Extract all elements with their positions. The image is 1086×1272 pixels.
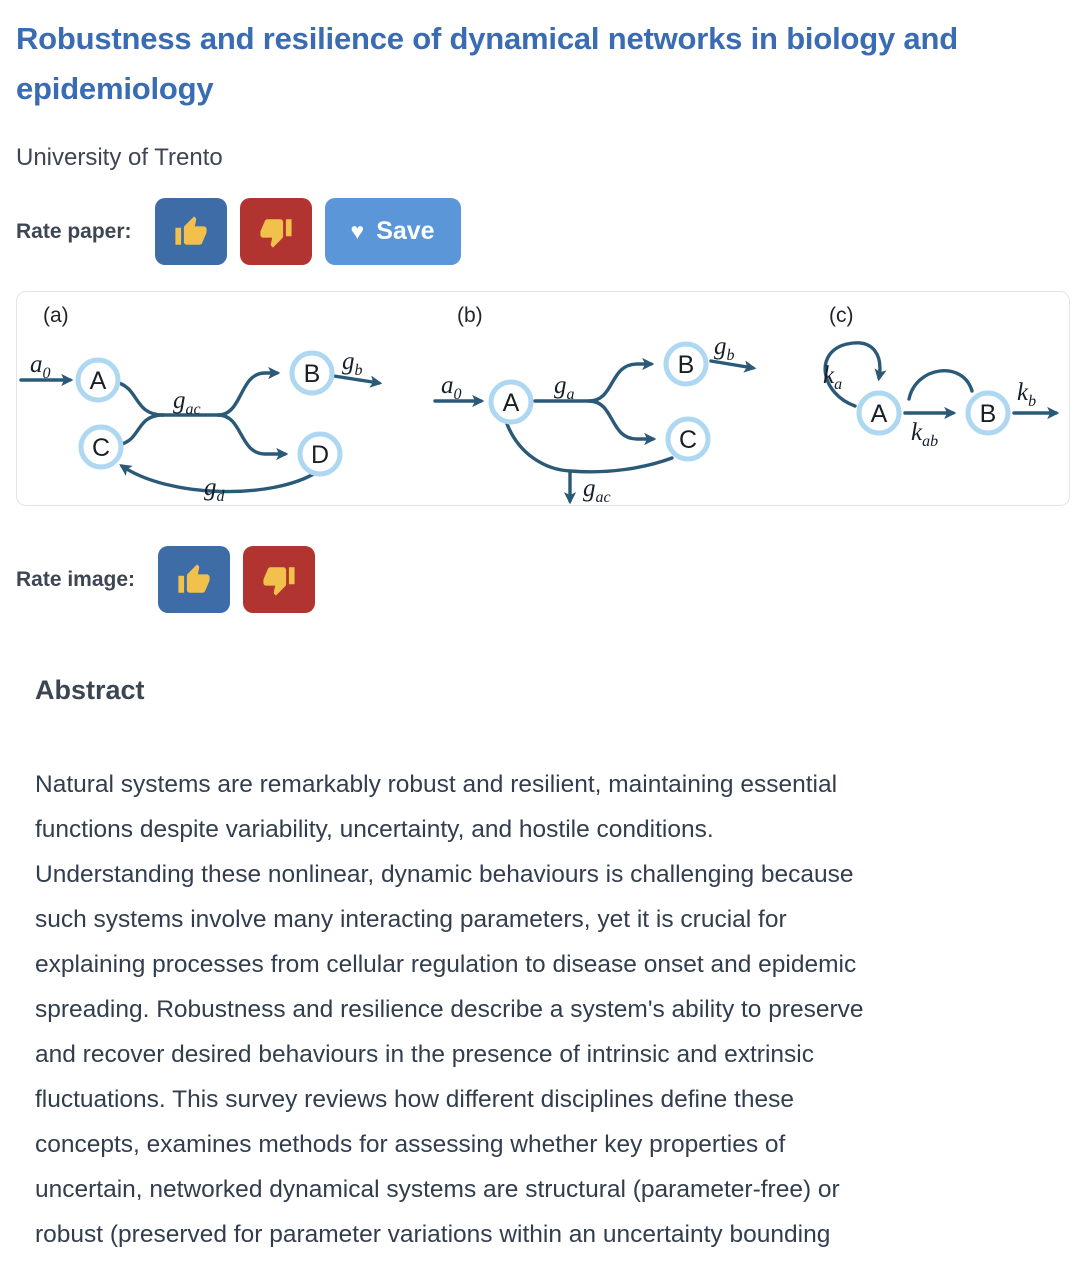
label-ka: ka bbox=[823, 362, 842, 393]
paper-figure-panel: (a) A B C D a0 gac gb gd bbox=[16, 291, 1070, 507]
page: Robustness and resilience of dynamical n… bbox=[0, 14, 1086, 1257]
page-title: Robustness and resilience of dynamical n… bbox=[16, 21, 958, 107]
node-b-label: B bbox=[304, 360, 321, 388]
abstract-section: Abstract Natural systems are remarkably … bbox=[35, 675, 1070, 1257]
node-a bbox=[75, 357, 121, 403]
rate-image-thumbs-down-button[interactable] bbox=[243, 546, 316, 614]
edge-fork-to-c bbox=[587, 399, 657, 446]
label-gac: gac bbox=[583, 475, 611, 505]
label-kab: kab bbox=[911, 419, 938, 450]
thumbs-down-icon bbox=[263, 567, 295, 596]
edge-b-output-gb bbox=[332, 374, 383, 389]
node-b-label: B bbox=[980, 400, 997, 428]
label-gd: gd bbox=[204, 474, 226, 505]
node-c bbox=[78, 424, 124, 470]
node-c-label: C bbox=[92, 434, 110, 462]
label-ga: ga bbox=[554, 372, 575, 403]
node-a-label: A bbox=[90, 367, 107, 395]
label-gb: gb bbox=[342, 348, 363, 379]
node-b bbox=[289, 350, 335, 396]
panel-a-tag: (a) bbox=[43, 304, 69, 327]
abstract-heading: Abstract bbox=[35, 675, 145, 706]
edge-b-output-gb bbox=[709, 359, 757, 374]
figure-panel-c: (c) A B ka kab kb bbox=[823, 304, 1060, 450]
edge-a-b-over-loop bbox=[907, 369, 974, 402]
rate-image-thumbs-up-button[interactable] bbox=[158, 546, 231, 614]
node-b bbox=[663, 341, 709, 387]
node-c-label: C bbox=[679, 426, 697, 454]
node-d bbox=[297, 431, 343, 477]
edge-fork-to-b bbox=[587, 358, 655, 404]
node-b bbox=[965, 390, 1011, 436]
thumbs-down-icon bbox=[259, 219, 292, 248]
edge-a-merge bbox=[117, 381, 165, 418]
node-a bbox=[856, 390, 902, 436]
abstract-text: Natural systems are remarkably robust an… bbox=[35, 771, 864, 1249]
node-a bbox=[488, 379, 534, 425]
rate-paper-row: Rate paper: ♥ Save bbox=[16, 198, 1070, 266]
rate-image-row: Rate image: bbox=[16, 546, 1070, 614]
save-button-label: Save bbox=[376, 217, 435, 246]
save-button[interactable]: ♥ Save bbox=[324, 198, 461, 266]
panel-c-tag: (c) bbox=[829, 304, 854, 327]
figure-panel-b: (b) A B C a0 ga gb gac bbox=[433, 304, 757, 505]
network-diagram-figure: (a) A B C D a0 gac gb gd bbox=[19, 304, 1060, 505]
label-gb: gb bbox=[714, 333, 735, 364]
edge-d-feedback-gd bbox=[119, 464, 319, 494]
node-c bbox=[665, 416, 711, 462]
rate-paper-thumbs-up-button[interactable] bbox=[154, 198, 227, 266]
rate-paper-label: Rate paper: bbox=[16, 219, 132, 243]
heart-icon: ♥ bbox=[350, 218, 365, 245]
label-kb: kb bbox=[1017, 379, 1036, 410]
thumbs-up-icon bbox=[174, 216, 207, 245]
node-d-label: D bbox=[311, 441, 329, 469]
rate-image-label: Rate image: bbox=[16, 567, 136, 591]
affiliation: University of Trento bbox=[16, 144, 223, 172]
edge-a-self-loop-ka bbox=[823, 341, 887, 409]
figure-panel-a: (a) A B C D a0 gac gb gd bbox=[19, 304, 383, 505]
label-a0: a0 bbox=[30, 351, 51, 382]
edge-split-to-d bbox=[216, 413, 289, 461]
node-b-label: B bbox=[678, 351, 695, 379]
edge-split-to-b bbox=[216, 367, 281, 418]
edge-a-c-bottom-curve bbox=[505, 422, 674, 474]
panel-b-tag: (b) bbox=[457, 304, 483, 327]
label-a0: a0 bbox=[441, 372, 462, 403]
thumbs-up-icon bbox=[178, 564, 210, 593]
rate-paper-thumbs-down-button[interactable] bbox=[239, 198, 312, 266]
node-a-label: A bbox=[871, 400, 888, 428]
label-gac: gac bbox=[173, 387, 201, 418]
node-a-label: A bbox=[503, 389, 520, 417]
edge-c-merge bbox=[120, 413, 165, 447]
